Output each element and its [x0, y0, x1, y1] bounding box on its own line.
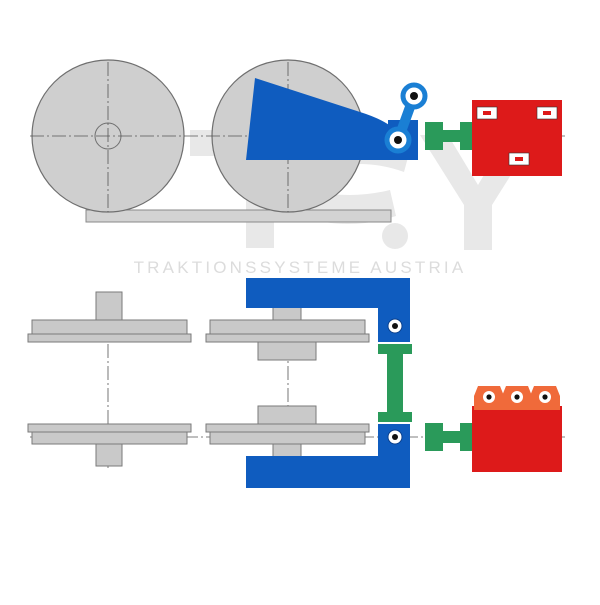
side-elevation-view — [30, 59, 565, 223]
pivot-upper — [387, 318, 403, 334]
coupling-plan — [425, 423, 472, 451]
drive-frame-plan — [246, 278, 410, 488]
wheelset-right — [205, 305, 370, 467]
rail — [85, 209, 392, 223]
lever-arm — [384, 82, 428, 154]
motor-side — [472, 100, 562, 176]
coupling-side — [425, 122, 472, 150]
drive-frame-side — [246, 78, 400, 160]
coupling-link-vertical — [378, 344, 412, 422]
pivot-lower — [387, 429, 403, 445]
watermark-subtitle: TRAKTIONSSYSTEME AUSTRIA — [133, 258, 467, 277]
top-plan-view — [27, 278, 565, 488]
wheelset-left — [27, 291, 192, 467]
motor-plan — [472, 386, 562, 472]
